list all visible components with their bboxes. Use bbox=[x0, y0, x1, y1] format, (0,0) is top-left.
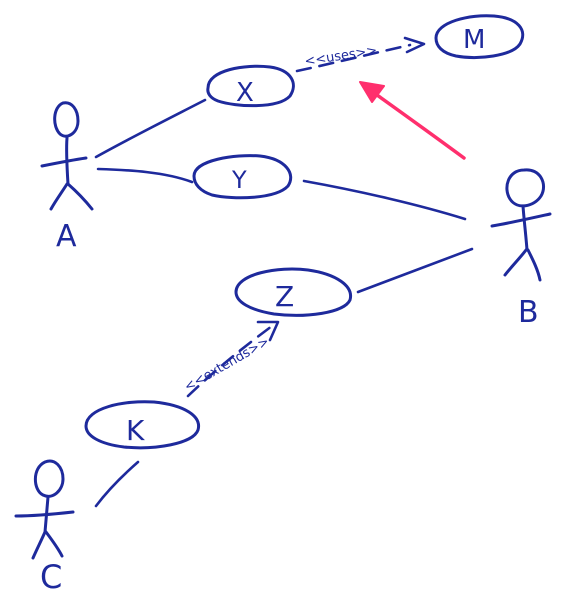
use-case-y bbox=[192, 154, 293, 200]
use-case-k bbox=[84, 400, 201, 450]
highlight-arrow-shaft bbox=[368, 88, 466, 160]
actor-a bbox=[40, 101, 94, 211]
use-case-k-label: K bbox=[126, 414, 145, 447]
actor-b-body bbox=[521, 204, 529, 252]
actor-b-leg-left bbox=[503, 248, 528, 277]
use-case-x-label: X bbox=[236, 78, 254, 108]
actor-a-body bbox=[65, 136, 70, 186]
use-case-x bbox=[206, 64, 295, 108]
actor-c-head bbox=[33, 459, 65, 498]
association-a-x bbox=[94, 98, 207, 159]
use-case-z bbox=[234, 267, 353, 317]
highlight-arrow-head bbox=[359, 81, 385, 103]
uses-label: <<uses>> bbox=[304, 43, 379, 69]
associations bbox=[94, 98, 474, 508]
use-case-m-label: M bbox=[463, 25, 485, 55]
association-a-y bbox=[96, 167, 194, 184]
actor-a-arms bbox=[40, 156, 88, 168]
use-case-z-label: Z bbox=[275, 280, 294, 313]
actor-c bbox=[14, 459, 75, 560]
actor-c-leg-right bbox=[44, 530, 64, 558]
actor-b-leg-right bbox=[526, 248, 542, 282]
extends-label: <<extends>> bbox=[182, 334, 272, 395]
extends-arrowhead bbox=[256, 320, 280, 342]
actor-a-leg-left bbox=[49, 182, 69, 211]
use-case-y-label: Y bbox=[231, 166, 247, 194]
association-y-b bbox=[302, 179, 467, 221]
extends-dashed-line bbox=[186, 324, 274, 398]
highlight-arrow bbox=[359, 81, 466, 160]
extends-relation bbox=[186, 320, 280, 398]
actor-b-arms bbox=[490, 212, 552, 228]
actor-a-label: A bbox=[56, 219, 77, 254]
actor-b-head bbox=[505, 168, 546, 208]
actor-b bbox=[490, 168, 552, 282]
association-z-b bbox=[356, 247, 474, 294]
use-case-m bbox=[434, 14, 525, 59]
actor-b-label: B bbox=[518, 295, 539, 330]
uses-dashed-line bbox=[295, 43, 412, 73]
actor-c-arms bbox=[14, 510, 75, 518]
uses-arrowhead bbox=[403, 36, 426, 54]
actor-c-label: C bbox=[40, 558, 62, 594]
uses-relation bbox=[295, 36, 426, 73]
actor-c-leg-left bbox=[31, 530, 47, 560]
actor-a-leg-right bbox=[66, 182, 94, 211]
actor-a-head bbox=[53, 101, 80, 138]
association-k-c bbox=[94, 460, 140, 508]
